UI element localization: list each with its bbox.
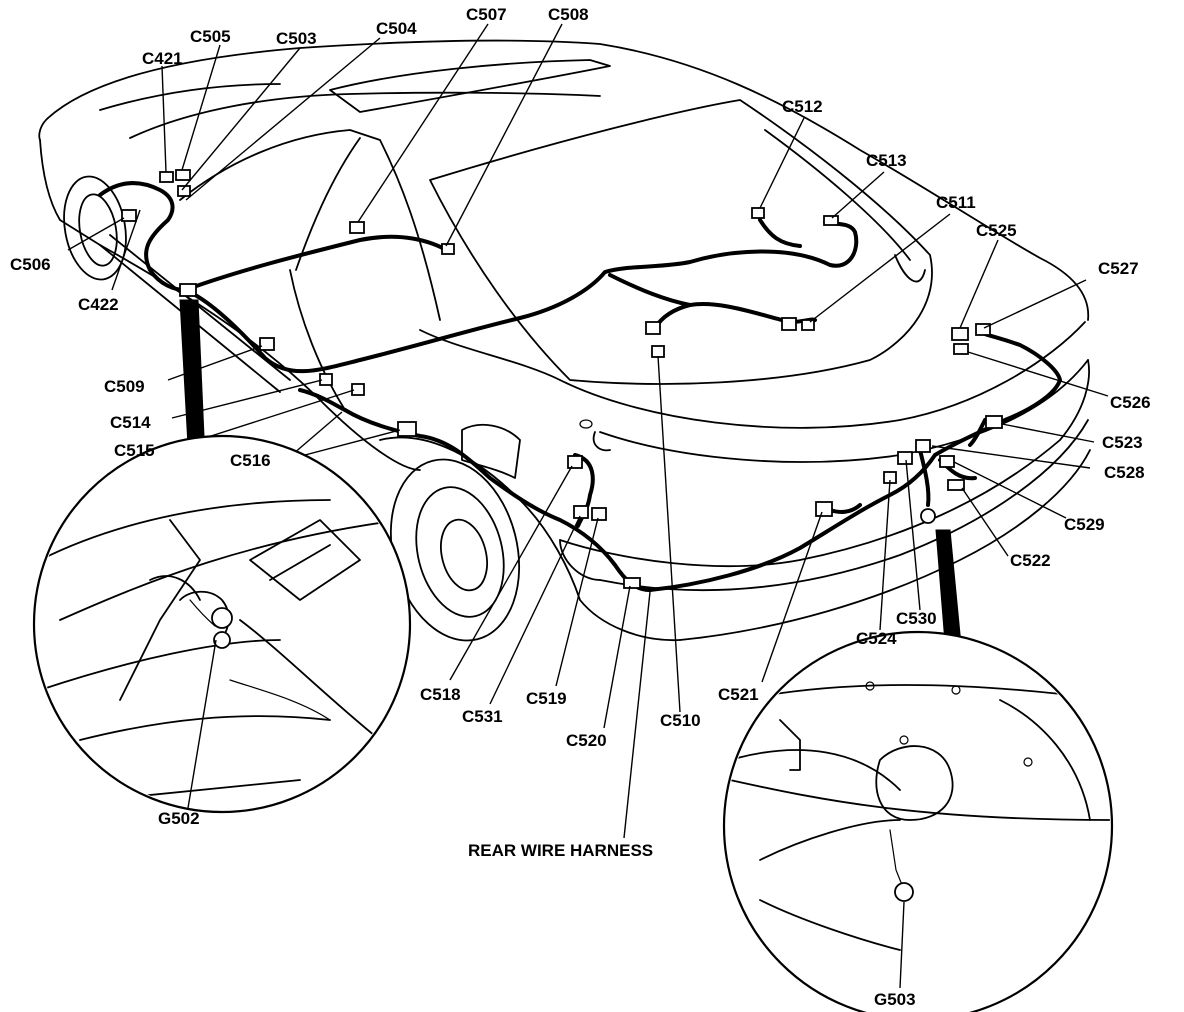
label-c519: C519 (526, 689, 567, 708)
connector-c422-body (179, 283, 197, 297)
label-c531: C531 (462, 707, 503, 726)
connector-bodies (121, 169, 1003, 589)
connector-c503-body (177, 185, 191, 197)
label-c527: C527 (1098, 259, 1139, 278)
connector-c512-body (751, 207, 765, 219)
inset-g503-circle (722, 630, 1114, 1012)
connector-c522-body (947, 479, 965, 491)
label-c510: C510 (660, 711, 701, 730)
label-c504: C504 (376, 19, 417, 38)
label-c518: C518 (420, 685, 461, 704)
label-c508: C508 (548, 5, 589, 24)
label-c512: C512 (782, 97, 823, 116)
ground-g502-bolt (211, 607, 233, 629)
label-c525: C525 (976, 221, 1017, 240)
label-c507: C507 (466, 5, 507, 24)
label-c528: C528 (1104, 463, 1145, 482)
connector-c516-body (397, 421, 417, 437)
connector-c518-body (567, 455, 583, 469)
connector-c530-body (897, 451, 913, 465)
label-g502: G502 (158, 809, 200, 828)
connector-c531-body (573, 505, 589, 519)
connector-c515-body (351, 383, 365, 396)
label-c513: C513 (866, 151, 907, 170)
label-c529: C529 (1064, 515, 1105, 534)
ground-g503-bolt (920, 508, 936, 524)
label-c421: C421 (142, 49, 183, 68)
leader-lines (67, 23, 1109, 839)
label-rear-wire-harness: REAR WIRE HARNESS (468, 841, 653, 860)
connector-c527-body (975, 323, 991, 336)
connector-c513-body (823, 215, 839, 226)
connector-c507-body (349, 221, 365, 234)
label-c516: C516 (230, 451, 271, 470)
label-c422: C422 (78, 295, 119, 314)
connector-c421-body (159, 171, 174, 183)
connector-c506-body (121, 209, 137, 222)
label-c511: C511 (936, 193, 976, 212)
connector-c525-body (951, 327, 969, 341)
connector-c510a-body (645, 321, 661, 335)
connector-c521-body (815, 501, 833, 517)
inset-g502 (32, 299, 412, 814)
connector-c519-body (591, 507, 607, 521)
rear-wire-harness (98, 181, 1062, 592)
connector-c529-body (939, 455, 955, 468)
connector-labels: C421 C505 C503 C504 C507 C508 C512 C513 … (10, 5, 1151, 1009)
connector-c505-body (175, 169, 191, 181)
label-c526: C526 (1110, 393, 1151, 412)
label-c506: C506 (10, 255, 51, 274)
label-c530: C530 (896, 609, 937, 628)
label-c515: C515 (114, 441, 155, 460)
label-c524: C524 (856, 629, 897, 648)
label-c505: C505 (190, 27, 231, 46)
connector-c509-body (259, 337, 275, 351)
connector-c523-body (985, 415, 1003, 429)
car-body (38, 39, 1091, 642)
label-c521: C521 (718, 685, 759, 704)
connector-c514-body (319, 373, 333, 386)
connector-c511-body (781, 317, 797, 331)
label-c520: C520 (566, 731, 607, 750)
connector-c528-body (915, 439, 931, 453)
connector-c520-body (623, 577, 641, 589)
label-c514: C514 (110, 413, 151, 432)
label-g503: G503 (874, 990, 916, 1009)
label-c503: C503 (276, 29, 317, 48)
connector-c511b-body (801, 319, 815, 331)
connector-c508-body (441, 243, 455, 255)
inset-g503 (722, 529, 1114, 1012)
label-c509: C509 (104, 377, 145, 396)
label-c522: C522 (1010, 551, 1051, 570)
label-c523: C523 (1102, 433, 1143, 452)
connector-c510-body (651, 345, 665, 358)
ground-g503-screw (894, 882, 914, 902)
connector-c526-body (953, 343, 969, 355)
